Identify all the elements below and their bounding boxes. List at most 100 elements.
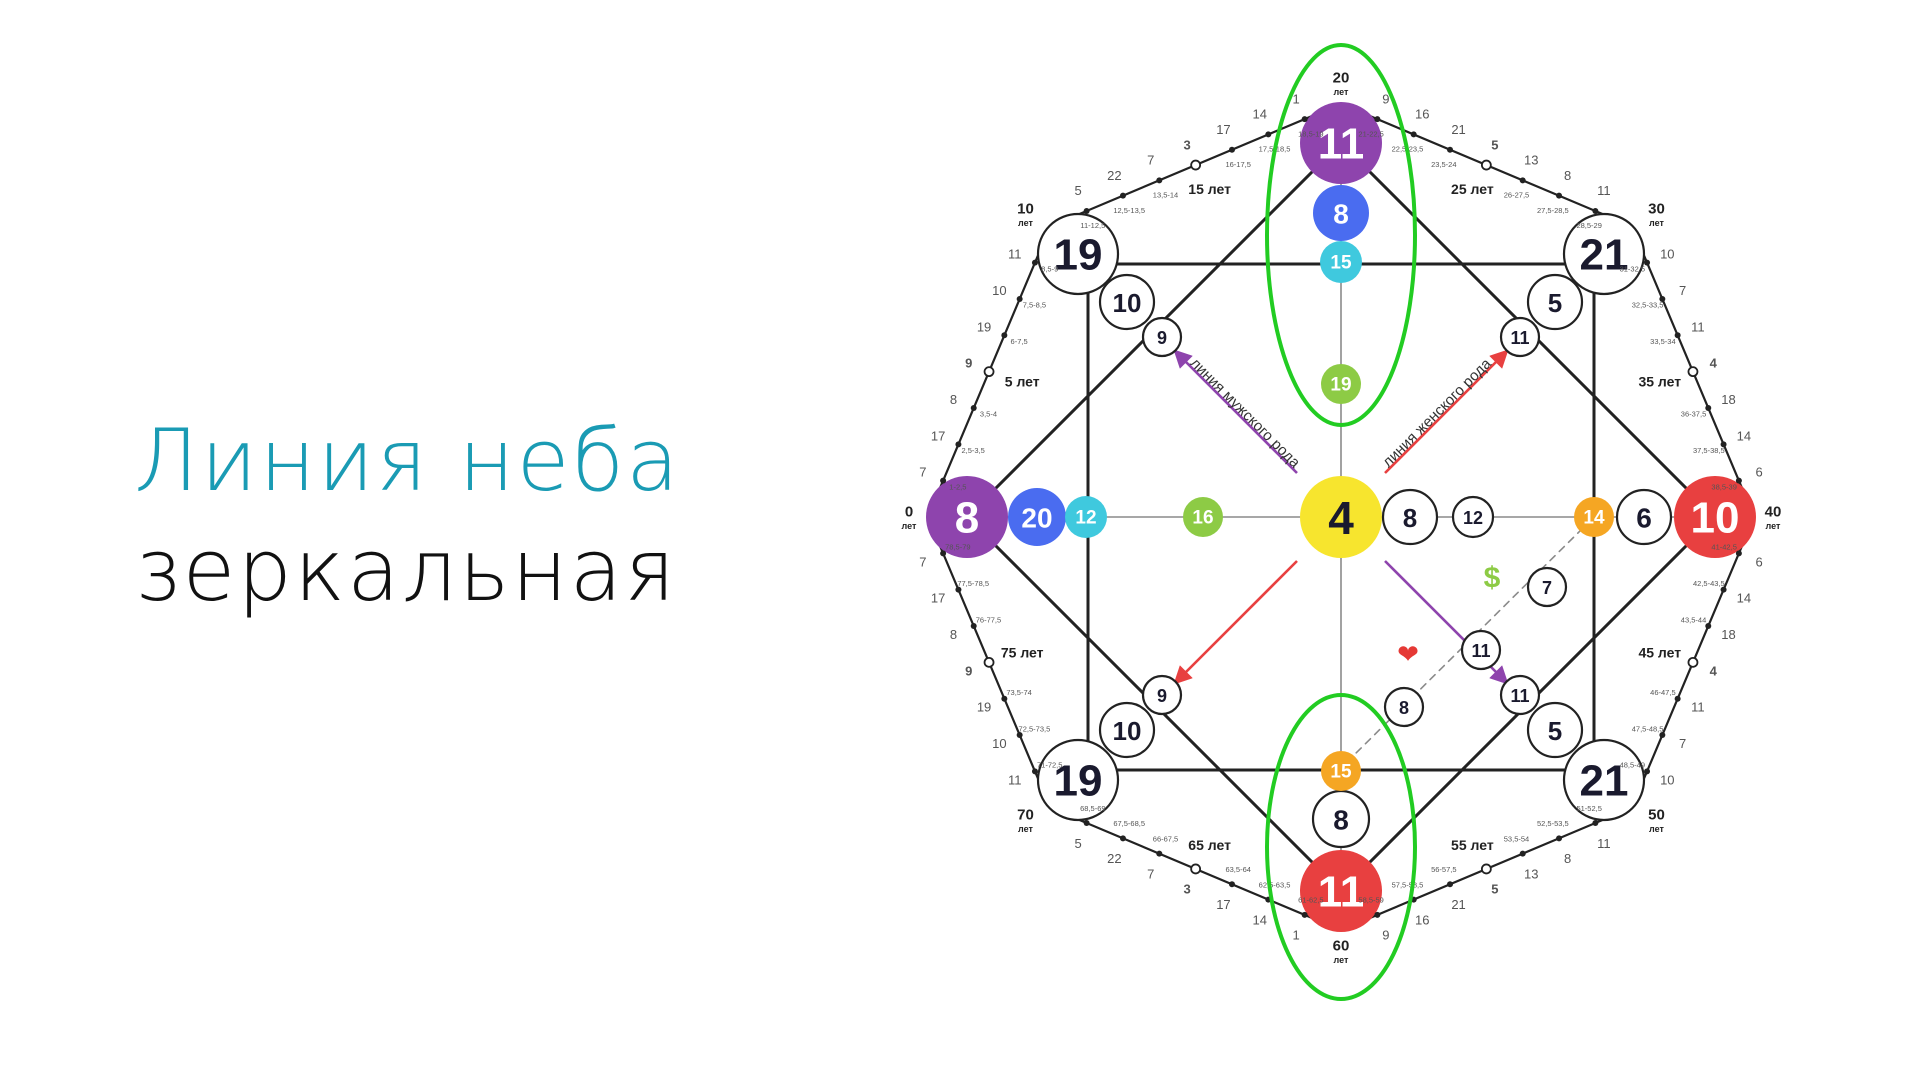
age-point (1556, 835, 1563, 842)
highlight-ellipse-top (1265, 43, 1417, 427)
age-point (1447, 881, 1454, 888)
age-marker-unit: лет (1766, 521, 1781, 531)
node-love-center: 11 (1460, 629, 1502, 671)
age-midpoint-label: 15 лет (1188, 181, 1231, 197)
age-value-label: 8 (950, 392, 957, 407)
node-left-outer-value: 8 (955, 494, 979, 543)
highlight-ellipse-bottom (1265, 693, 1417, 1001)
node-left-mid: 20 (1008, 488, 1066, 546)
age-point (1659, 295, 1666, 302)
node-bottom-mid: 8 (1311, 789, 1371, 849)
age-value-label: 6 (1756, 554, 1763, 569)
age-value-label: 4 (1710, 356, 1718, 371)
age-point (1705, 404, 1712, 411)
node-tr-corner-circle (1562, 212, 1646, 296)
age-point (1674, 695, 1681, 702)
node-left-mid-value: 20 (1021, 503, 1052, 534)
female-line-label: линия женского рода (1379, 355, 1495, 471)
age-point (1156, 850, 1163, 857)
node-top-outer-circle (1300, 102, 1382, 184)
age-range-label: 66-67,5 (1153, 834, 1178, 843)
age-range-label: 47,5-48,5 (1632, 724, 1664, 733)
node-tr-inner-circle (1499, 316, 1541, 358)
node-love-lower-value: 8 (1399, 698, 1409, 718)
age-value-label: 18 (1721, 627, 1735, 642)
male-line-label: линия мужского рода (1187, 355, 1304, 472)
age-value-label: 11 (1597, 836, 1611, 851)
age-value-label: 10 (992, 736, 1006, 751)
node-tr-inner-value: 11 (1510, 328, 1529, 348)
age-range-label: 67,5-68,5 (1113, 819, 1145, 828)
age-point (1031, 768, 1038, 775)
age-value-label: 17 (1216, 122, 1230, 137)
age-range-label: 36-37,5 (1681, 410, 1706, 419)
age-value-label: 14 (1737, 428, 1751, 443)
title-line-1: Линия неба (134, 411, 681, 511)
age-range-label: 71-72,5 (1037, 761, 1062, 770)
age-value-label: 6 (1756, 465, 1763, 480)
age-marker-value: 70 (1017, 807, 1034, 824)
node-bottom-outer-circle (1300, 850, 1382, 932)
node-bottom-inner: 15 (1321, 751, 1361, 791)
node-tr-mid: 5 (1526, 273, 1584, 331)
age-value-label: 10 (992, 283, 1006, 298)
age-point (1735, 550, 1742, 557)
age-range-label: 2,5-3,5 (961, 446, 984, 455)
age-point (970, 623, 977, 630)
node-bottom-outer: 11 (1300, 850, 1382, 932)
age-range-label: 33,5-34 (1650, 337, 1675, 346)
node-left-outer: 8 (926, 476, 1008, 558)
age-midpoint-label: 45 лет (1638, 644, 1681, 660)
age-value-label: 11 (1008, 247, 1022, 262)
female-line-arrow-down (1173, 560, 1298, 685)
age-point (1644, 768, 1651, 775)
age-value-label: 11 (1597, 183, 1611, 198)
age-range-label: 68,5-69 (1080, 804, 1105, 813)
node-bottom-inner-circle (1321, 751, 1361, 791)
node-bl-corner-value: 19 (1054, 757, 1103, 806)
node-center: 4 (1300, 476, 1382, 558)
node-br-inner: 11 (1499, 674, 1541, 716)
age-point (1119, 835, 1126, 842)
age-range-label: 8,5-9 (1041, 264, 1058, 273)
age-value-label: 21 (1451, 897, 1465, 912)
node-center-right-2-circle (1451, 495, 1495, 539)
age-point (1016, 295, 1023, 302)
age-point (940, 477, 947, 484)
age-range-label: 3,5-4 (980, 410, 997, 419)
node-tl-mid: 10 (1098, 273, 1156, 331)
node-right-mid: 6 (1615, 488, 1673, 546)
age-value-label: 7 (919, 465, 926, 480)
age-point (1016, 732, 1023, 739)
age-marker-value: 0 (905, 504, 913, 521)
age-value-label: 22 (1107, 851, 1121, 866)
node-bottom-outer-value: 11 (1318, 868, 1365, 917)
node-tl-corner-circle (1036, 212, 1120, 296)
age-range-label: 77,5-78,5 (957, 579, 989, 588)
age-range-label: 61-62,5 (1298, 896, 1323, 905)
age-point (1083, 207, 1090, 214)
age-marker-value: 40 (1765, 504, 1782, 521)
age-marker-value: 30 (1648, 201, 1665, 218)
age-value-label: 9 (1382, 91, 1389, 106)
node-bl-corner: 19 (1036, 738, 1120, 822)
node-top-line: 19 (1321, 364, 1361, 404)
age-point (1720, 441, 1727, 448)
age-midpoint-label: 55 лет (1451, 837, 1494, 853)
age-point (1592, 207, 1599, 214)
age-range-label: 6-7,5 (1011, 337, 1028, 346)
age-range-label: 56-57,5 (1431, 865, 1456, 874)
age-point (955, 586, 962, 593)
node-left-line: 16 (1183, 497, 1223, 537)
age-point (1519, 177, 1526, 184)
age-value-label: 16 (1415, 912, 1429, 927)
node-top-outer: 11 (1300, 102, 1382, 184)
age-point (1301, 911, 1308, 918)
age-range-label: 52,5-53,5 (1537, 819, 1569, 828)
age-range-label: 16-17,5 (1225, 160, 1250, 169)
age-value-label: 8 (950, 627, 957, 642)
node-top-line-value: 19 (1330, 375, 1351, 396)
age-range-label: 27,5-28,5 (1537, 206, 1569, 215)
